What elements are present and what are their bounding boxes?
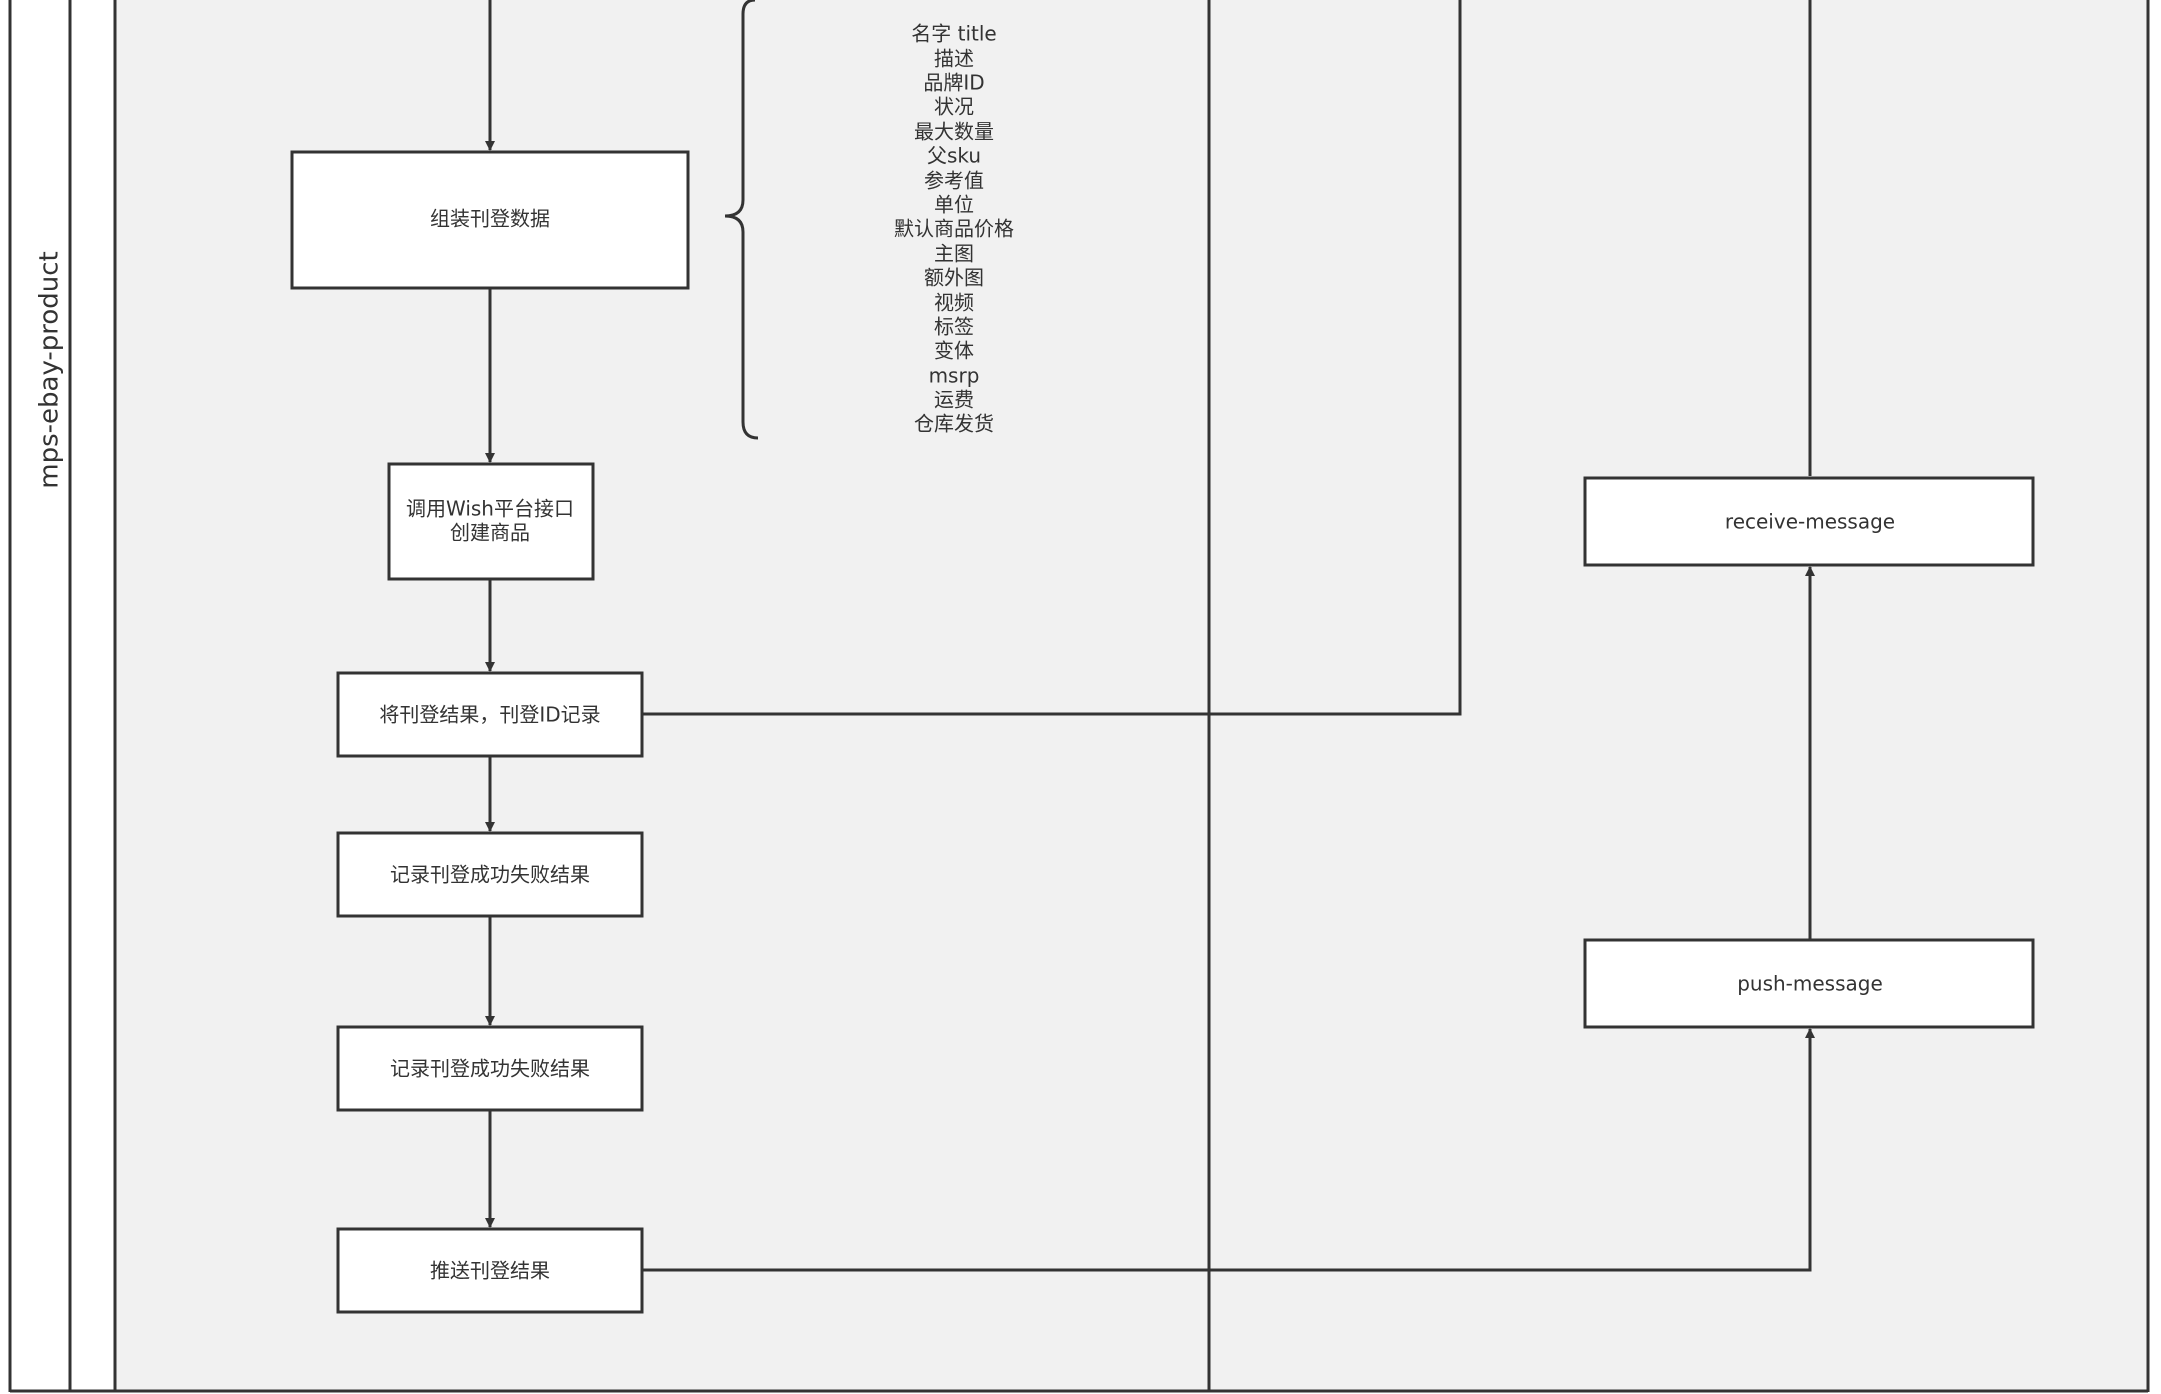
attribute-item: 参考值 — [924, 169, 984, 193]
box-receive-message-label: receive-message — [1725, 510, 1895, 534]
box-record-result-2: 记录刊登成功失败结果 — [336, 1025, 644, 1112]
attribute-item: 品牌ID — [923, 71, 984, 95]
attribute-item: 描述 — [934, 47, 974, 71]
box-push-message-label: push-message — [1737, 972, 1883, 996]
box-receive-message: receive-message — [1583, 476, 2035, 567]
box-push-message: push-message — [1583, 938, 2035, 1029]
box-record-id-label: 将刊登结果，刊登ID记录 — [379, 703, 600, 727]
attribute-item: 额外图 — [924, 266, 984, 290]
box-record-id: 将刊登结果，刊登ID记录 — [336, 671, 644, 758]
box-push-result-label: 推送刊登结果 — [430, 1259, 550, 1283]
arrow-push-result-to-push-message — [643, 1028, 1815, 1272]
attribute-item: 状况 — [934, 95, 974, 119]
box-call-api: 调用Wish平台接口 创建商品 — [387, 462, 595, 581]
box-record-result-1-label: 记录刊登成功失败结果 — [390, 863, 590, 887]
attribute-item: 运费 — [934, 388, 974, 412]
box-record-result-1: 记录刊登成功失败结果 — [336, 831, 644, 918]
attribute-item: 主图 — [934, 242, 974, 266]
attribute-item: 视频 — [934, 291, 974, 315]
attributes-brace — [724, 0, 759, 440]
connectors — [485, 0, 1815, 1272]
attribute-item: 最大数量 — [914, 120, 994, 144]
line-record-id-to-right — [643, 0, 1462, 716]
attribute-item: 标签 — [934, 315, 974, 339]
box-call-api-line-1: 调用Wish平台接口 — [406, 497, 574, 521]
box-call-api-line-2: 创建商品 — [450, 521, 530, 545]
box-push-result: 推送刊登结果 — [336, 1227, 644, 1314]
attribute-item: 变体 — [934, 339, 974, 363]
box-assemble: 组装刊登数据 — [290, 150, 690, 290]
attribute-item: msrp — [929, 364, 980, 388]
attribute-item: 父sku — [927, 144, 981, 168]
box-record-result-2-label: 记录刊登成功失败结果 — [390, 1057, 590, 1081]
attribute-item: 默认商品价格 — [894, 217, 1014, 241]
box-assemble-label: 组装刊登数据 — [430, 207, 550, 231]
attribute-item: 单位 — [934, 193, 974, 217]
lane-title: mps-ebay-product — [35, 251, 65, 489]
attribute-list: 名字 title 描述 品牌ID 状况 最大数量 父sku 参考值 单位 默认商… — [894, 22, 1014, 436]
attribute-item: 仓库发货 — [914, 412, 994, 436]
attribute-item: 名字 title — [911, 22, 996, 46]
